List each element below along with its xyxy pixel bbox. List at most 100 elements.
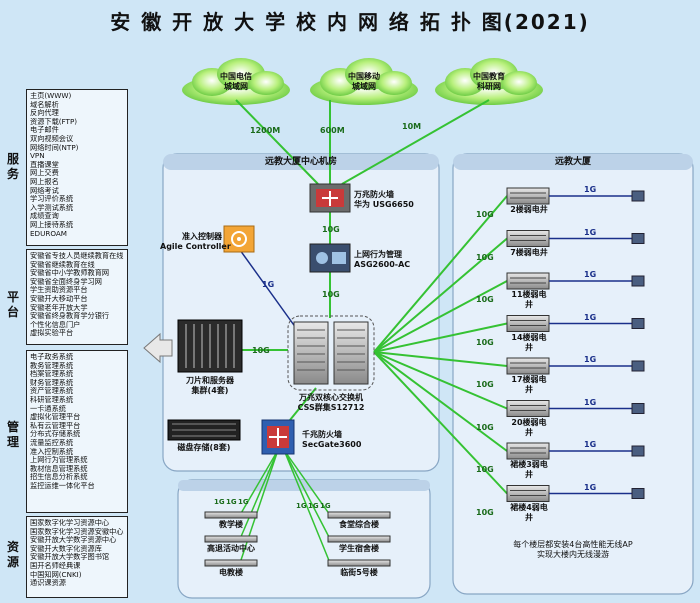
campus-switch-icon [204,559,258,567]
campus-link [283,449,331,516]
cloud-telecom [182,58,290,105]
ap-icon [631,318,645,329]
floor-link [373,351,508,452]
core-switch-icon [287,315,375,391]
campus-switch-icon [204,535,258,543]
campus-building-right: 临街5号楼 [340,568,378,577]
link-cernet [341,99,490,185]
storage-label: 磁盘存储(8套) [177,443,231,452]
uplink-mobile: 600M [320,126,345,135]
floor-link-speed: 10G [476,465,494,474]
campus-building-left: 教学楼 [219,520,243,529]
category-management: 管理 [6,420,19,449]
services-arrow [143,332,173,364]
floor-link-speed: 10G [476,295,494,304]
list-platforms: 安徽省专技人员继续教育在线安徽省继续教育在线安徽省中小学教师教育网安徽省全面终身… [26,249,128,345]
agile-controller-icon [223,225,255,253]
floor-link-speed: 10G [476,210,494,219]
storage-icon [167,419,241,441]
category-services: 服务 [6,152,19,181]
ap-link-speed: 1G [584,482,597,492]
campus-link [239,449,279,516]
cloud-label-mobile: 中国移动城域网 [348,72,380,91]
ap-link-speed: 1G [584,355,597,364]
uplink-telecom: 1200M [250,126,281,135]
campus-switch-icon [327,511,391,519]
floor-label: 17楼弱电井 [511,375,547,394]
ap-icon [631,488,645,499]
floor-switch-ports [510,320,546,326]
ap-link-speed: 1G [584,227,597,237]
floor-label: 裙楼4弱电井 [510,502,548,522]
floor-switch-ports [510,362,546,369]
floor-link [373,280,508,353]
floor-label: 20楼弱电井 [511,417,547,437]
category-resources: 资源 [6,540,19,569]
campus-building-left: 高退活动中心 [207,544,255,553]
link-agile-core [239,249,297,329]
firewall-label: 万兆防火墙华为 USG6650 [354,190,414,209]
floor-link-speed: 10G [476,507,494,517]
floor-link-speed: 10G [476,337,494,347]
speed-fw-asg: 10G [322,225,340,234]
floor-links [373,195,508,495]
cloud-cernet [435,58,543,105]
secgate-icon [261,419,295,455]
campus-building-right: 食堂综合楼 [339,520,379,529]
floor-link [373,351,508,367]
cloud-mobile [310,58,418,105]
campus-equipment [204,511,391,567]
floor-switch-ports [510,235,546,241]
campus-link-speed: 1G [226,498,237,506]
floor-switch-icon [506,315,550,332]
campus-link-speed: 1G [308,502,319,510]
ap-link-speed: 1G [584,185,597,194]
floor-label: 7楼弱电井 [510,247,548,257]
floor-link-speed: 10G [476,380,494,389]
campus-switch-icon [327,559,391,567]
floor-link-speed: 10G [476,252,494,262]
campus-link-speed: 1G [320,502,331,510]
ap-link-speed: 1G [584,397,597,407]
campus-link [239,449,279,540]
floor-switch-icon [506,400,550,417]
floor-switch-ports [510,490,546,496]
floor-link [373,322,508,353]
campus-switch-icon [327,535,391,543]
speed-agile-core: 1G [262,280,275,289]
ap-link-speed: 1G [584,270,597,279]
floor-switch-icon [506,442,550,460]
floor-equipment [506,187,645,502]
floor-link-speed: 10G [476,422,494,432]
floor-label: 11楼弱电井 [511,290,547,309]
floor-label: 裙楼3弱电井 [510,460,548,479]
floor-link [373,237,508,353]
campus-building-left: 电教楼 [219,568,243,577]
building-title: 远教大厦 [554,157,591,167]
floor-switch-ports [510,405,546,411]
ap-link-speed: 1G [584,312,597,322]
floor-switch-icon [506,187,550,205]
floor-switch-ports [510,277,546,284]
server-cluster-icon [177,319,243,373]
floor-switch-icon [506,357,550,375]
campus-link [239,449,279,564]
campus-link [283,449,331,564]
floor-switch-icon [506,485,550,502]
floor-link [373,351,508,410]
link-core-secgate [289,387,317,421]
floor-link [373,351,508,495]
floor-label: 14楼弱电井 [511,332,547,352]
category-platforms: 平台 [6,290,19,319]
list-management: 电子政务系统教务管理系统档案管理系统财务管理系统资产管理系统科研管理系统一卡通系… [26,350,128,513]
ap-icon [631,190,645,202]
speed-asg-core: 10G [322,290,340,299]
floor-switch-ports [510,192,546,199]
ap-icon [631,403,645,414]
link-telecom [235,99,319,185]
